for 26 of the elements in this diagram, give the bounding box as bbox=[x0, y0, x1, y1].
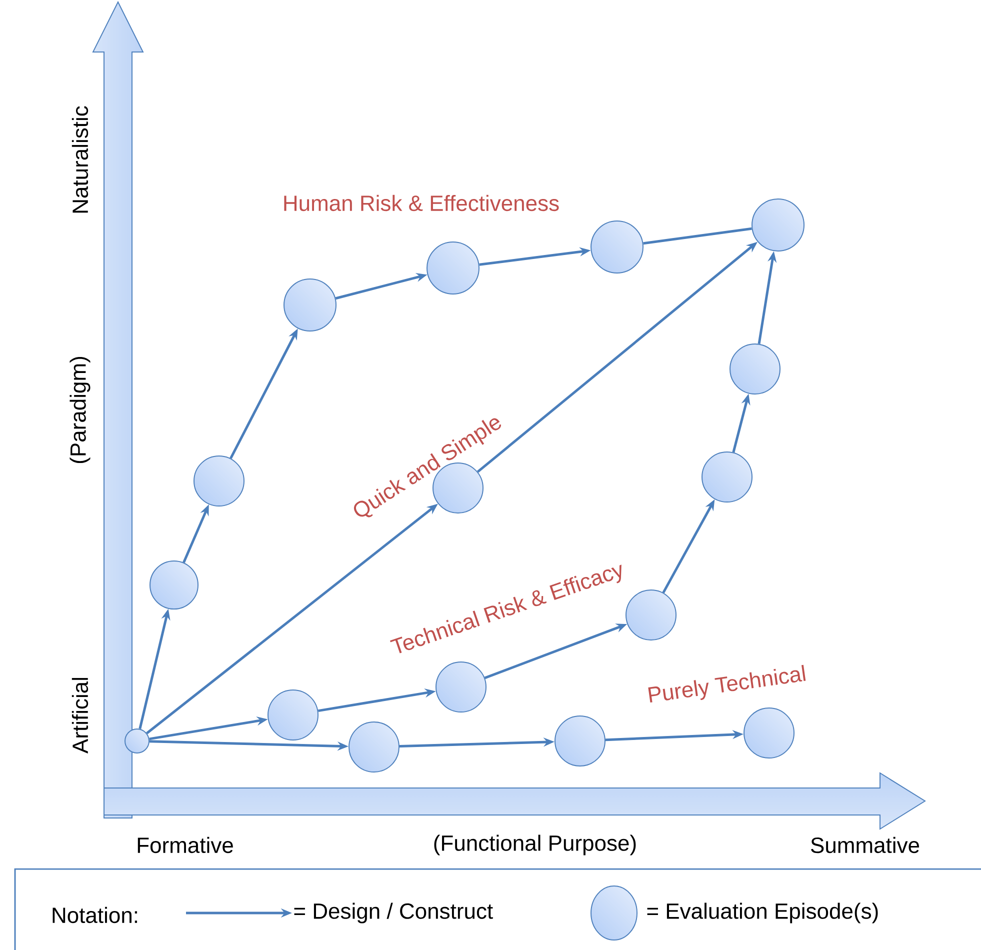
axis-label: Naturalistic bbox=[72, 106, 88, 213]
evaluation-circle bbox=[426, 242, 480, 294]
evaluation-circle bbox=[626, 590, 677, 640]
evaluation-circle bbox=[150, 560, 198, 610]
evaluation-circle bbox=[730, 344, 781, 394]
evaluation-circle bbox=[554, 716, 606, 766]
path-label: Human Risk & Effectiveness bbox=[284, 194, 559, 212]
evaluation-circle bbox=[744, 708, 794, 758]
axis-label: Summative bbox=[811, 836, 920, 854]
evaluation-circle bbox=[124, 728, 150, 754]
legend-text: = Design / Construct bbox=[294, 902, 493, 924]
legend-text: = Evaluation Episode(s) bbox=[647, 902, 878, 924]
evaluation-circle bbox=[348, 722, 400, 772]
evaluation-circle bbox=[268, 690, 318, 740]
evaluation-circle bbox=[284, 278, 336, 332]
evaluation-circle bbox=[194, 456, 244, 506]
axis-label: (Functional Purpose) bbox=[434, 834, 636, 856]
axis-label: Formative bbox=[138, 836, 233, 854]
evaluation-circle bbox=[590, 220, 644, 274]
evaluation-circle bbox=[436, 662, 486, 712]
axis-label: Artificial bbox=[72, 678, 88, 754]
evaluation-circle bbox=[752, 198, 805, 252]
axis-label: Notation: bbox=[52, 906, 138, 924]
axis-label: (Paradigm) bbox=[70, 356, 90, 464]
evaluation-circle bbox=[702, 452, 752, 502]
path-label: Purely Technical bbox=[648, 664, 806, 703]
